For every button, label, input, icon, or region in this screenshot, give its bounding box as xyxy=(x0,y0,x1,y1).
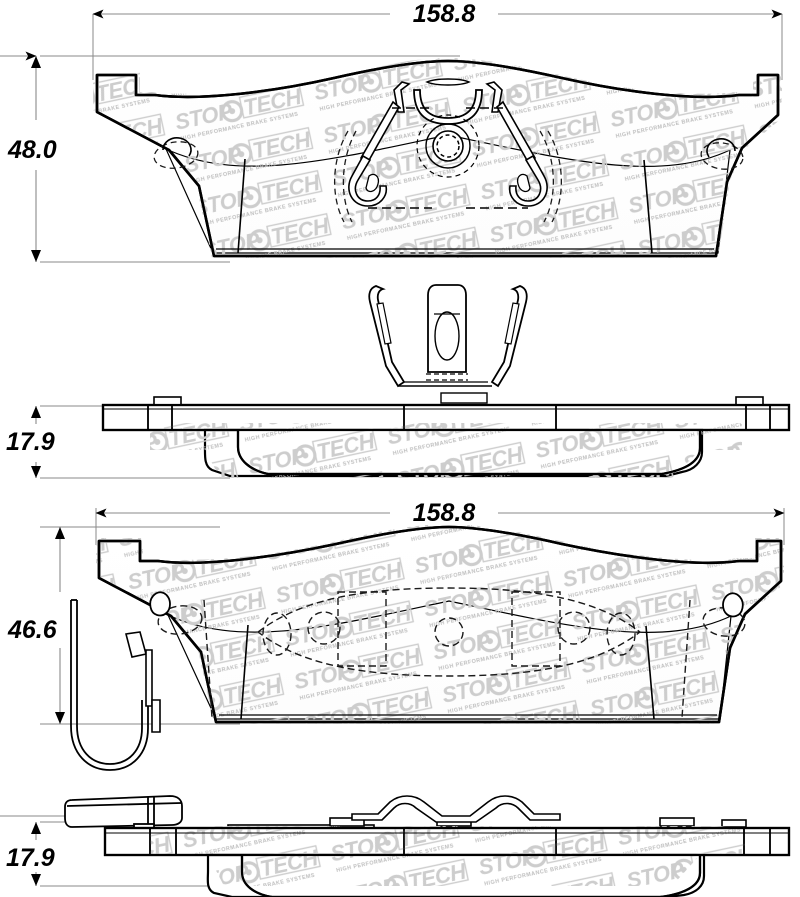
plate-tab-center-view2 xyxy=(440,392,488,404)
friction-slot-dividers-view1 xyxy=(237,158,653,254)
plate-tab-right-view2 xyxy=(735,396,764,406)
dimension-value-height-bottom: 46.6 xyxy=(7,616,58,644)
view-front-pad-edge: 17.9 xyxy=(6,392,791,479)
ear-teardrop-holes-view3 xyxy=(149,591,744,618)
view-rear-pad-edge: 17.9 xyxy=(0,795,791,897)
dimension-thickness-2: 17.9 xyxy=(6,822,55,886)
view-anti-rattle-clip xyxy=(368,284,528,388)
dimension-width-bottom: 158.8 xyxy=(95,499,785,527)
wear-sensor-wire xyxy=(70,599,149,771)
dimension-width-top: 158.8 xyxy=(92,0,783,28)
friction-taper-stroke-view2 xyxy=(236,430,702,476)
backing-plate-edge-stroke-view2 xyxy=(101,403,791,432)
witness-lines-view1 xyxy=(40,14,783,263)
wear-sensor-bracket xyxy=(124,631,161,733)
friction-slot-dividers-view3 xyxy=(240,624,655,720)
friction-taper-stroke-view4 xyxy=(240,855,702,897)
view-rear-pad-face: 158.8 46.6 xyxy=(7,499,785,771)
watermark-view2 xyxy=(150,423,742,478)
dimension-thickness-1: 17.9 xyxy=(6,406,55,478)
dimension-value-thickness-1: 17.9 xyxy=(6,428,55,456)
backing-plate-outline-stroke-view1 xyxy=(95,59,780,258)
wear-sensor-block-edge xyxy=(64,795,183,834)
dimension-height-bottom: 46.6 xyxy=(7,527,65,724)
backing-plate-edge-stroke-view4 xyxy=(103,826,791,857)
dimension-height-top: 48.0 xyxy=(0,51,57,262)
ear-bosses-view1 xyxy=(162,137,736,158)
hidden-features-view1 xyxy=(153,130,744,223)
backing-plate-outline-stroke-view3 xyxy=(97,525,783,724)
dimension-value-thickness-2: 17.9 xyxy=(6,844,55,872)
dimension-value-height-top: 48.0 xyxy=(7,136,57,164)
plate-tab-left-view2 xyxy=(153,396,182,406)
dimension-value-width-bottom: 158.8 xyxy=(413,499,476,527)
dimension-value-width-top: 158.8 xyxy=(413,0,476,28)
view-front-pad-face: 158.8 48.0 xyxy=(0,0,783,263)
clip-hardware-overlay-view1 xyxy=(348,78,548,209)
